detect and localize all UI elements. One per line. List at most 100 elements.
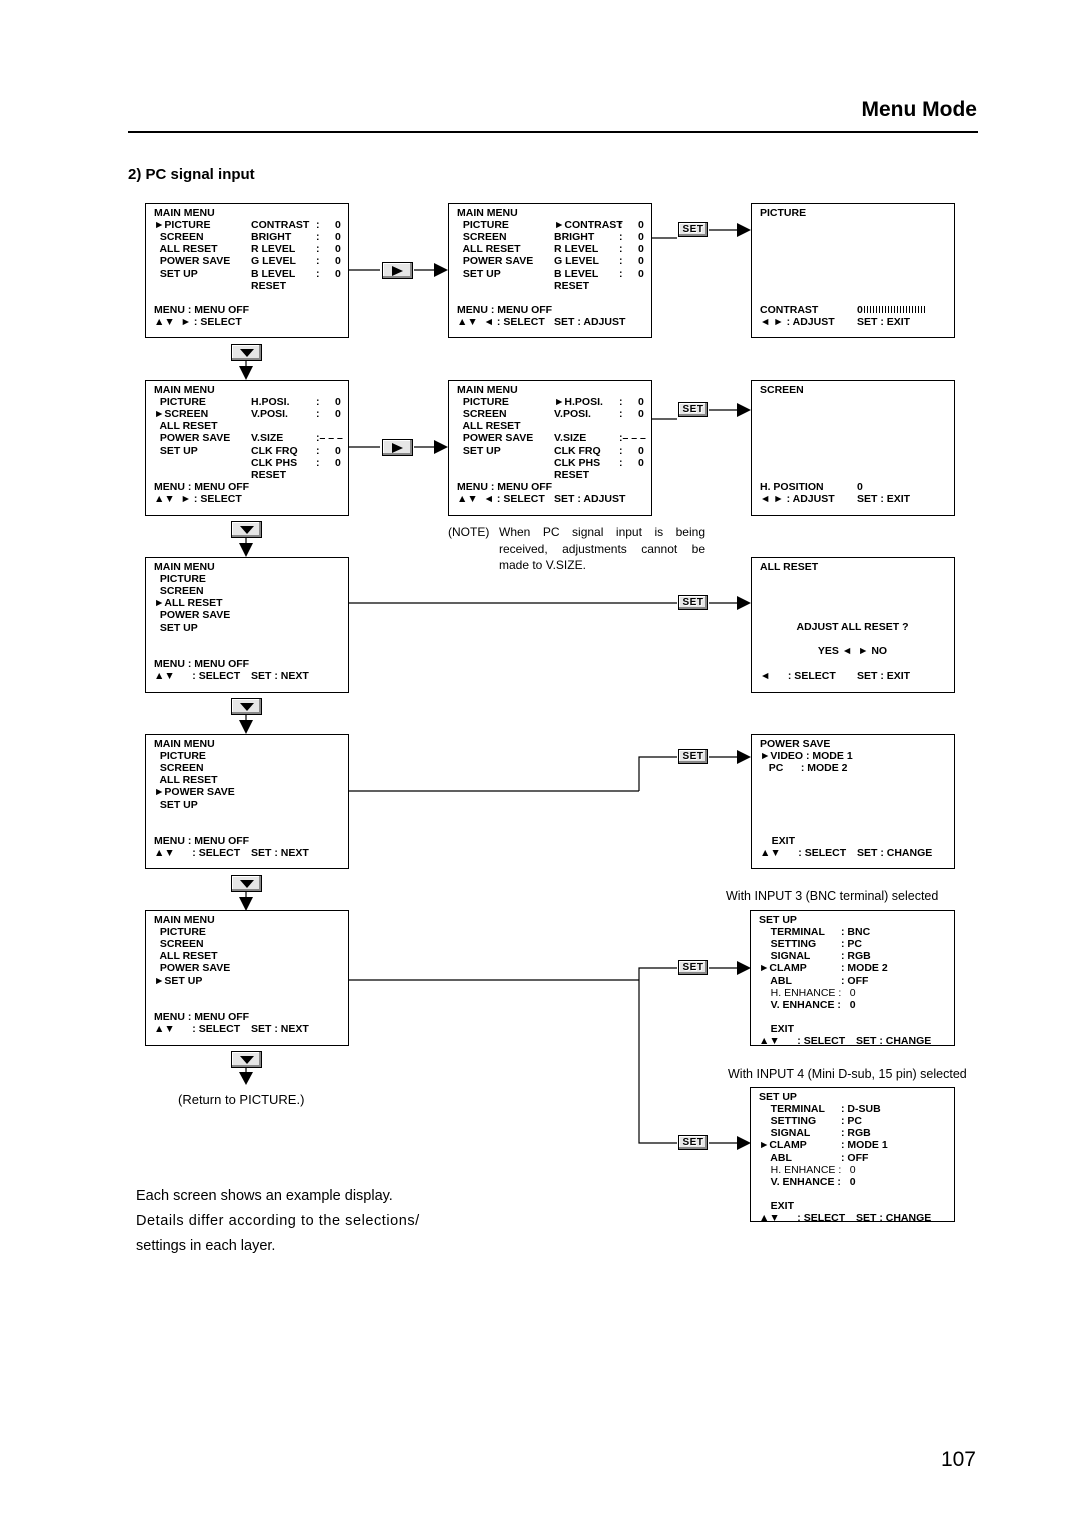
setup-text: : RGB: [841, 950, 871, 963]
menu-text: POWER SAVE: [457, 432, 534, 445]
note-line: received, adjustments cannot be: [499, 541, 705, 556]
menu-text: MAIN MENU: [457, 384, 518, 396]
setup-text: SET UP: [759, 1091, 797, 1103]
menu-text: RESET: [554, 279, 590, 292]
menu-text: R LEVEL: [554, 243, 599, 256]
down-arrow-icon: [240, 526, 254, 534]
setup-bnc-screen: SET UP TERMINAL: BNC SETTING: PC SIGNAL:…: [750, 910, 955, 1047]
down-button-4[interactable]: [231, 875, 262, 892]
setup-text: ABL: [759, 974, 792, 987]
header-rule: [128, 131, 978, 133]
menu-text: ►POWER SAVE: [154, 786, 235, 799]
right-button-1[interactable]: [382, 262, 413, 279]
menu-text: :: [316, 396, 320, 409]
menu-text: ►ALL RESET: [154, 597, 223, 610]
set-button-setup-dsub[interactable]: SET: [678, 1135, 708, 1150]
setup-text: : D-SUB: [841, 1103, 881, 1116]
set-button-setup-bnc[interactable]: SET: [678, 960, 708, 975]
down-button-3[interactable]: [231, 698, 262, 715]
contrast-level-bar: [864, 305, 926, 313]
right-arrow-icon: [392, 266, 403, 276]
menu-text: SET : ADJUST: [554, 492, 626, 505]
menu-text: POWER SAVE: [154, 962, 231, 975]
menu-text: ▲▼ ◄ : SELECT: [457, 492, 545, 505]
down-button-5[interactable]: [231, 1051, 262, 1068]
menu-text: :– – –: [316, 432, 343, 445]
menu-text: :: [316, 219, 320, 232]
menu-text: :: [316, 231, 320, 244]
menu-text: ▲▼ ◄ : SELECT: [457, 315, 545, 328]
set-button-picture[interactable]: SET: [678, 222, 708, 237]
menu-text: 0: [335, 231, 341, 244]
menu-text: CONTRAST: [760, 303, 819, 316]
menu-text: :: [316, 444, 320, 457]
menu-text: :– – –: [619, 432, 646, 445]
setup-text: : MODE 1: [841, 1139, 888, 1152]
menu-text: RESET: [554, 468, 590, 481]
setup-text: SETTING: [759, 938, 817, 951]
menu-text: MAIN MENU: [154, 914, 215, 926]
menu-text: CLK FRQ: [554, 444, 601, 457]
menu-text: V.POSI.: [554, 408, 591, 421]
menu-text: SCREEN: [154, 938, 204, 951]
down-button-2[interactable]: [231, 521, 262, 538]
setup-text: ABL: [759, 1151, 792, 1164]
menu-text: ALL RESET: [154, 774, 218, 787]
menu-text: 0: [857, 303, 863, 316]
menu-text: SET UP: [457, 267, 501, 280]
menu-text: SCREEN: [154, 231, 204, 244]
menu-text: ALL RESET: [760, 561, 819, 573]
down-button-1[interactable]: [231, 344, 262, 361]
set-button-screen[interactable]: SET: [678, 402, 708, 417]
menu-text: 0: [638, 255, 644, 268]
menu-text: SET : EXIT: [857, 492, 911, 505]
menu-text: R LEVEL: [251, 243, 296, 256]
setup-text: : OFF: [841, 1151, 869, 1164]
menu-text: CLK PHS: [554, 456, 601, 469]
menu-text: 0: [335, 396, 341, 409]
mainmenu-setup-screen: MAIN MENU PICTURE SCREEN ALL RESET POWER…: [145, 910, 349, 1046]
menu-text: BRIGHT: [251, 231, 292, 244]
menu-text: POWER SAVE: [154, 609, 231, 622]
menu-text: ▲▼ : SELECT: [154, 669, 241, 682]
menu-text: ►PICTURE: [154, 219, 211, 232]
menu-text: MAIN MENU: [154, 384, 215, 396]
menu-text: MENU : MENU OFF: [154, 834, 250, 847]
menu-text: RESET: [251, 279, 287, 292]
menu-text: 0: [638, 267, 644, 280]
setup-text: : MODE 2: [841, 962, 888, 975]
setup-text: ►CLAMP: [759, 1139, 807, 1152]
menu-text: 0: [638, 408, 644, 421]
setup-text: SETTING: [759, 1115, 817, 1128]
menu-text: POWER SAVE: [760, 738, 831, 750]
set-button-powersave[interactable]: SET: [678, 749, 708, 764]
menu-text: SET UP: [457, 444, 501, 457]
setup-text: V. ENHANCE :: [759, 998, 841, 1011]
note-label: (NOTE): [448, 525, 490, 539]
menu-text: :: [316, 408, 320, 421]
caption-bnc: With INPUT 3 (BNC terminal) selected: [726, 889, 939, 903]
menu-text: PICTURE: [154, 396, 206, 409]
menu-text: POWER SAVE: [154, 255, 231, 268]
menu-text: PICTURE: [154, 750, 206, 763]
menu-text: 0: [638, 456, 644, 469]
menu-text: ►CONTRAST: [554, 219, 623, 232]
menu-text: ◄ : SELECT: [760, 669, 836, 682]
setup-text: SIGNAL: [759, 950, 811, 963]
menu-text: 0: [638, 243, 644, 256]
menu-text: ►VIDEO : MODE 1: [760, 750, 853, 763]
menu-text: 0: [335, 456, 341, 469]
menu-text: SET : ADJUST: [554, 315, 626, 328]
right-button-2[interactable]: [382, 439, 413, 456]
menu-text: 0: [638, 219, 644, 232]
section-title: 2) PC signal input: [128, 166, 255, 183]
set-button-allreset[interactable]: SET: [678, 595, 708, 610]
setup-dsub-screen: SET UP TERMINAL: D-SUB SETTING: PC SIGNA…: [750, 1087, 955, 1224]
return-note: (Return to PICTURE.): [178, 1092, 305, 1107]
menu-text: SCREEN: [457, 231, 507, 244]
